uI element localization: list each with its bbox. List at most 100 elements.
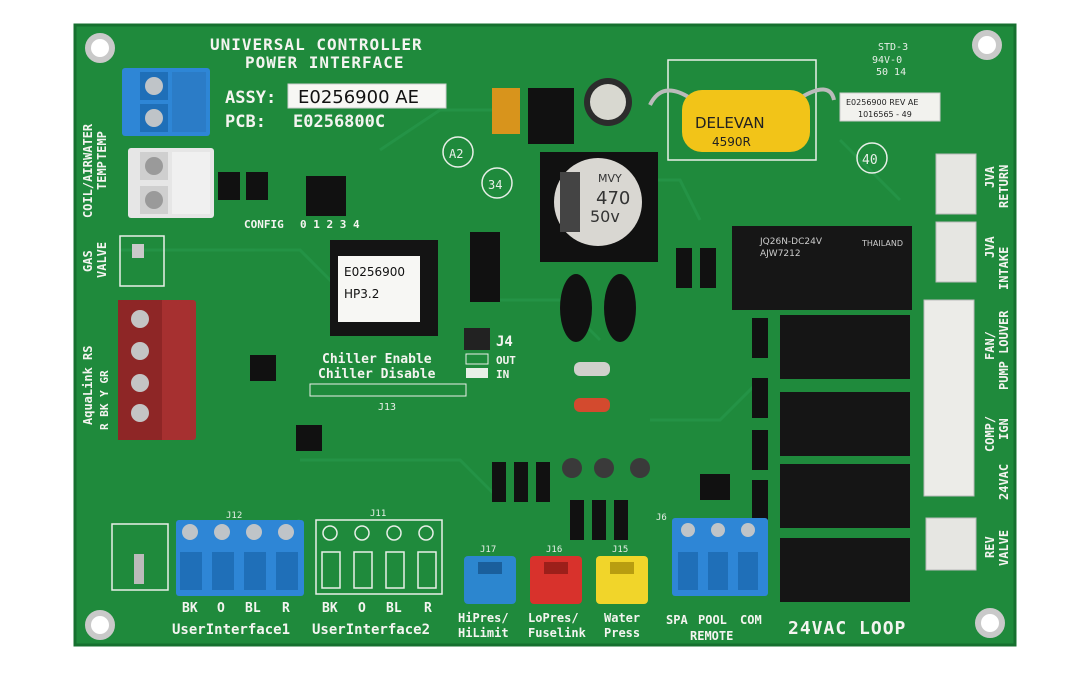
label-coil-temp: TEMP: [95, 161, 109, 190]
ui2-pin-bk: BK: [322, 601, 338, 616]
right-labels: JVA RETURN JVA INTAKE FAN/ PUMP LOUVER C…: [983, 165, 1011, 566]
ui1-pin-o: O: [217, 601, 225, 616]
water-line1: Water: [604, 611, 640, 625]
ui2-terminal: [315, 519, 443, 595]
mcu-line1: E0256900: [344, 265, 405, 279]
assy-value: E0256900 AE: [298, 87, 419, 108]
remote-pin-com: COM: [740, 613, 762, 627]
aqualink-terminal: [118, 300, 196, 440]
water-temp-terminal: [122, 68, 210, 136]
label-pump-louver: PUMP LOUVER: [997, 310, 1011, 390]
lopres-line2: Fuselink: [528, 626, 587, 640]
left-labels: WATER TEMP COIL/AIR TEMP GAS VALVE AquaL…: [81, 123, 111, 430]
loop-label: 24VAC LOOP: [788, 618, 906, 639]
label-fan: FAN/: [983, 331, 997, 360]
tantalum-c6: [492, 88, 520, 134]
chiller-disable: Chiller Disable: [318, 367, 436, 382]
j15-connector: [596, 556, 648, 604]
circle-a2: A2: [449, 147, 463, 161]
remote-pin-spa: SPA: [666, 613, 688, 627]
label-water-temp: TEMP: [95, 131, 109, 160]
hipres-line1: HiPres/: [458, 611, 509, 625]
hipres-line2: HiLimit: [458, 626, 509, 640]
relay-main: JQ26N-DC24V AJW7212 THAILAND: [732, 226, 912, 310]
crystal-x1: [470, 232, 500, 302]
mov1: [604, 274, 636, 342]
j4-jumper: [464, 328, 490, 350]
inductor-part: 4590R: [712, 135, 751, 149]
small-caps: [562, 458, 650, 478]
label-rev: REV: [983, 536, 997, 558]
label-return: RETURN: [997, 165, 1011, 208]
pcb-value: E0256800C: [293, 112, 385, 132]
remote-terminal: [672, 518, 768, 596]
label-aqualink-pins: R BK Y GR: [98, 370, 111, 430]
date-code: 50 14: [876, 67, 906, 78]
mounting-holes: [85, 30, 1005, 640]
label-24vac: 24VAC: [997, 464, 1011, 500]
rev-sticker-line2: 1016565 - 49: [858, 110, 912, 119]
config-label: CONFIG: [244, 218, 284, 231]
label-jva-2: JVA: [983, 236, 997, 258]
ui1-terminal: [176, 520, 304, 596]
remote-label: REMOTE: [690, 629, 733, 643]
board-title-line1: UNIVERSAL CONTROLLER: [210, 35, 423, 54]
ui2-label: UserInterface2: [312, 622, 430, 638]
j15-label: J15: [612, 545, 628, 555]
j17-connector: [464, 556, 516, 604]
j16-label: J16: [546, 545, 562, 555]
resistor: [574, 398, 610, 412]
ui1-pin-bk: BK: [182, 601, 198, 616]
ui1-label: UserInterface1: [172, 622, 290, 638]
coil-air-terminal: [128, 148, 214, 218]
label-water: WATER: [81, 123, 95, 160]
j4-out: OUT: [496, 354, 516, 367]
inductor-brand: DELEVAN: [695, 114, 765, 132]
j11-label: J11: [370, 509, 386, 519]
pcb-label: PCB:: [225, 112, 266, 132]
j4-label: J4: [496, 334, 513, 350]
cap-value: 470: [596, 188, 630, 209]
right-connectors: [923, 153, 977, 571]
ul-label: 94V-0: [872, 55, 902, 66]
ui2-pin-r: R: [424, 601, 432, 616]
smd-components: [218, 172, 768, 540]
j13-label: J13: [378, 402, 396, 413]
chiller-enable: Chiller Enable: [322, 352, 432, 367]
relay-label-2: AJW7212: [760, 249, 801, 259]
ntc1: [560, 274, 592, 342]
j17-label: J17: [480, 545, 496, 555]
ui2-pin-o: O: [358, 601, 366, 616]
diode-d1: [574, 362, 610, 376]
lopres-line1: LoPres/: [528, 611, 579, 625]
circle-34: 34: [488, 178, 502, 192]
regulator-u4: [528, 88, 574, 144]
ui1-pin-bl: BL: [245, 601, 261, 616]
inductor-l1: DELEVAN 4590R: [648, 87, 836, 152]
assy-label: ASSY:: [225, 88, 276, 108]
cap-series: MVY: [598, 172, 622, 185]
std-label: STD-3: [878, 42, 908, 53]
remote-pin-pool: POOL: [698, 613, 727, 627]
j4-in: IN: [496, 368, 509, 381]
board-title-line2: POWER INTERFACE: [245, 53, 405, 72]
gas-valve-connector: [119, 235, 165, 287]
label-aqualink: AquaLink RS: [81, 346, 95, 425]
circle-40: 40: [862, 153, 878, 168]
water-line2: Press: [604, 626, 640, 640]
rev-sticker-line1: E0256900 REV AE: [846, 98, 918, 107]
j12-label: J12: [226, 511, 242, 521]
cap-voltage: 50v: [590, 207, 620, 226]
mcu-line2: HP3.2: [344, 287, 379, 301]
label-valve-rev: VALVE: [997, 530, 1011, 566]
c3-outline: [111, 523, 169, 591]
label-ign: IGN: [997, 418, 1011, 440]
ui2-pin-bl: BL: [386, 601, 402, 616]
j6-label: J6: [656, 513, 667, 523]
config-pins: 0 1 2 3 4: [300, 218, 360, 231]
label-intake: INTAKE: [997, 247, 1011, 290]
label-valve: VALVE: [95, 242, 109, 278]
label-coil-air: COIL/AIR: [81, 159, 95, 218]
relay-bank: [780, 315, 910, 602]
